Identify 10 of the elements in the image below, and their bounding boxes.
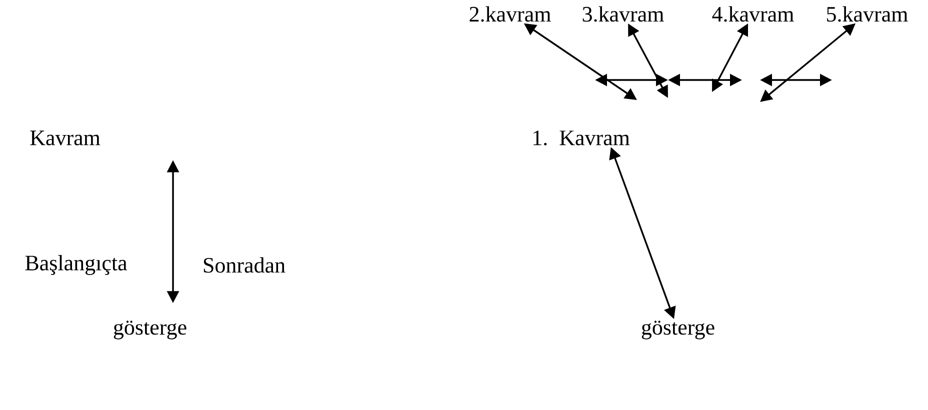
concept-label: Kavram bbox=[30, 130, 100, 146]
concept-label: gösterge bbox=[114, 320, 186, 340]
concept-label: gösterge bbox=[642, 320, 714, 340]
concept-label: 1. Kavram bbox=[534, 130, 630, 146]
concept-label: 2.kavram bbox=[470, 6, 551, 22]
text-label: Başlangıçta bbox=[25, 254, 128, 275]
text-label: Sonradan bbox=[204, 257, 286, 273]
concept-label: 4.kavram bbox=[712, 6, 794, 22]
concept-label: 5.kavram bbox=[827, 6, 908, 22]
concept-label: 3.kavram bbox=[582, 6, 664, 22]
